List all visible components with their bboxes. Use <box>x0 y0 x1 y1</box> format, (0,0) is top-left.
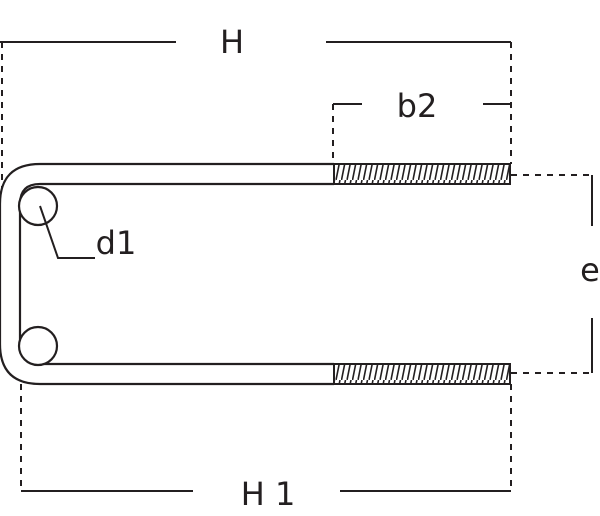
d1-leader-line <box>39 205 95 259</box>
dimension-h1 <box>20 384 512 492</box>
label-h: H <box>220 23 244 61</box>
thread-bottom <box>333 363 511 385</box>
label-h1: H 1 <box>241 475 296 513</box>
label-d1: d1 <box>96 224 137 262</box>
label-b2: b2 <box>397 87 438 125</box>
u-bolt-inner-contour <box>18 182 334 366</box>
u-bolt-outer-contour <box>0 162 334 386</box>
label-e: e <box>580 251 600 289</box>
thread-top <box>333 163 511 185</box>
cross-section-top <box>17 185 59 227</box>
cross-section-bottom <box>17 325 59 367</box>
dimension-b2 <box>332 103 511 164</box>
dimension-e <box>511 174 593 374</box>
